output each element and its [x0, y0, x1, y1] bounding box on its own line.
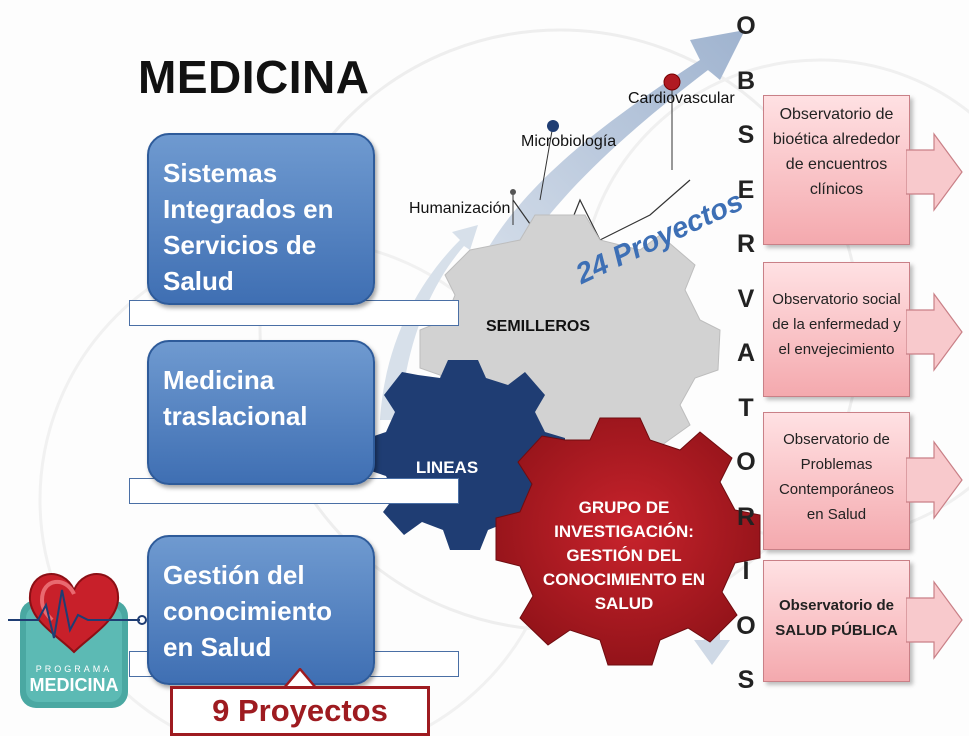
- line-box-gestion: Gestión del conocimiento en Salud: [147, 535, 375, 685]
- lineas-label: LINEAS: [415, 458, 479, 477]
- line-box-sistemas: Sistemas Integrados en Servicios de Salu…: [147, 133, 375, 305]
- observatorios-letter: R: [736, 230, 756, 258]
- logo-line1: PROGRAMA: [36, 664, 113, 674]
- observatory-salud-publica: Observatorio de SALUD PÚBLICA: [763, 560, 910, 682]
- observatorios-letter: V: [737, 284, 755, 313]
- observatorios-letter: B: [736, 66, 756, 95]
- lines-projects-count: 9 Proyectos: [170, 686, 430, 736]
- observatorios-letter: I: [742, 557, 750, 585]
- page-title: MEDICINA: [138, 51, 370, 103]
- line-label-traslacional: Medicina traslacional: [163, 365, 308, 431]
- observatorios-letter: E: [737, 175, 755, 204]
- arrow-right-icon: [906, 132, 963, 212]
- programa-medicina-logo: PROGRAMA MEDICINA: [8, 573, 147, 708]
- research-group-label: GRUPO DE INVESTIGACIÓN: GESTIÓN DEL CONO…: [542, 498, 706, 613]
- observatorios-letter: S: [737, 121, 755, 149]
- topic-cardiovascular: Cardiovascular: [628, 90, 735, 107]
- observatorios-letter: A: [736, 339, 756, 367]
- topic-humanizacion: Humanización: [409, 200, 511, 217]
- line-label-sistemas: Sistemas Integrados en Servicios de Salu…: [163, 158, 334, 296]
- observatorios-letter: O: [736, 611, 756, 640]
- line-label-gestion: Gestión del conocimiento en Salud: [163, 560, 333, 662]
- logo-line2: MEDICINA: [30, 675, 119, 695]
- line-box-traslacional: Medicina traslacional: [147, 340, 375, 485]
- topic-microbiologia: Microbiología: [521, 133, 617, 150]
- observatorios-letter: T: [738, 393, 754, 422]
- observatory-bioetica: Observatorio de bioética alrededor de en…: [763, 95, 910, 245]
- observatorios-letter: R: [736, 502, 756, 531]
- observatory-problemas: Observatorio de Problemas Contemporáneos…: [763, 412, 910, 550]
- observatory-social: Observatorio social de la enfermedad y e…: [763, 262, 910, 397]
- arrow-right-icon: [906, 440, 963, 520]
- observatorios-letter: O: [736, 12, 756, 40]
- semilleros-label: SEMILLEROS: [486, 318, 591, 335]
- observatorios-letter: S: [737, 666, 755, 694]
- arrow-right-icon: [906, 580, 963, 660]
- observatorios-letter: O: [736, 448, 756, 476]
- arrow-right-icon: [906, 292, 963, 372]
